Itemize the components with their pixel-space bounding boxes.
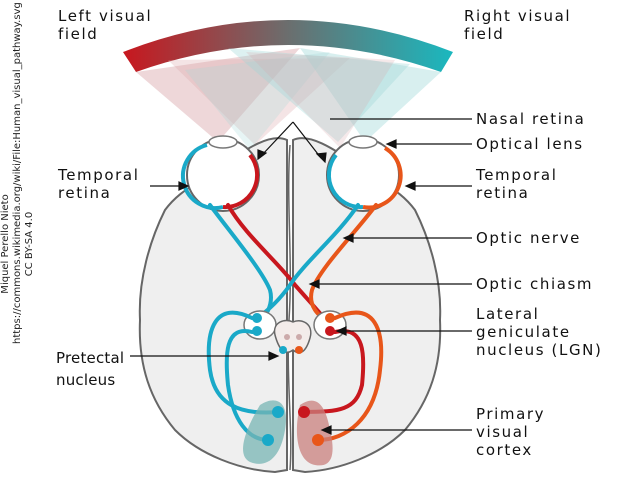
leader-lines bbox=[130, 118, 472, 435]
left-eye bbox=[181, 135, 260, 212]
label-optical-lens: Optical lens bbox=[476, 135, 584, 153]
right-eye bbox=[326, 135, 403, 212]
label-optic-chiasm: Optic chiasm bbox=[476, 275, 594, 293]
credit-license: CC BY-SA 4.0 bbox=[24, 211, 35, 277]
label-temporal-retina-right: Temporal retina bbox=[476, 166, 558, 202]
label-pretectal-nucleus: Pretectal nucleus bbox=[56, 349, 125, 389]
label-temporal-retina-left: Temporal retina bbox=[58, 166, 140, 202]
label-right-visual-field: Right visual field bbox=[464, 7, 572, 43]
projection-cones bbox=[136, 48, 441, 150]
midbrain bbox=[273, 319, 312, 354]
visual-cortex-left bbox=[243, 400, 286, 464]
credit-url: https://commons.wikimedia.org/wiki/File:… bbox=[12, 2, 23, 344]
label-lgn: Lateral geniculate nucleus (LGN) bbox=[476, 305, 603, 359]
midline bbox=[287, 144, 292, 471]
label-left-visual-field: Left visual field bbox=[58, 7, 153, 43]
visual-field-arc bbox=[123, 20, 453, 72]
label-primary-visual-cortex: Primary visual cortex bbox=[476, 405, 546, 459]
label-optic-nerve: Optic nerve bbox=[476, 229, 581, 247]
credit-author: Miquel Perello Nieto bbox=[0, 194, 11, 294]
visual-cortex-right bbox=[296, 400, 333, 466]
label-nasal-retina: Nasal retina bbox=[476, 110, 586, 128]
image-credit: Miquel Perello Nieto https://commons.wik… bbox=[0, 2, 36, 344]
